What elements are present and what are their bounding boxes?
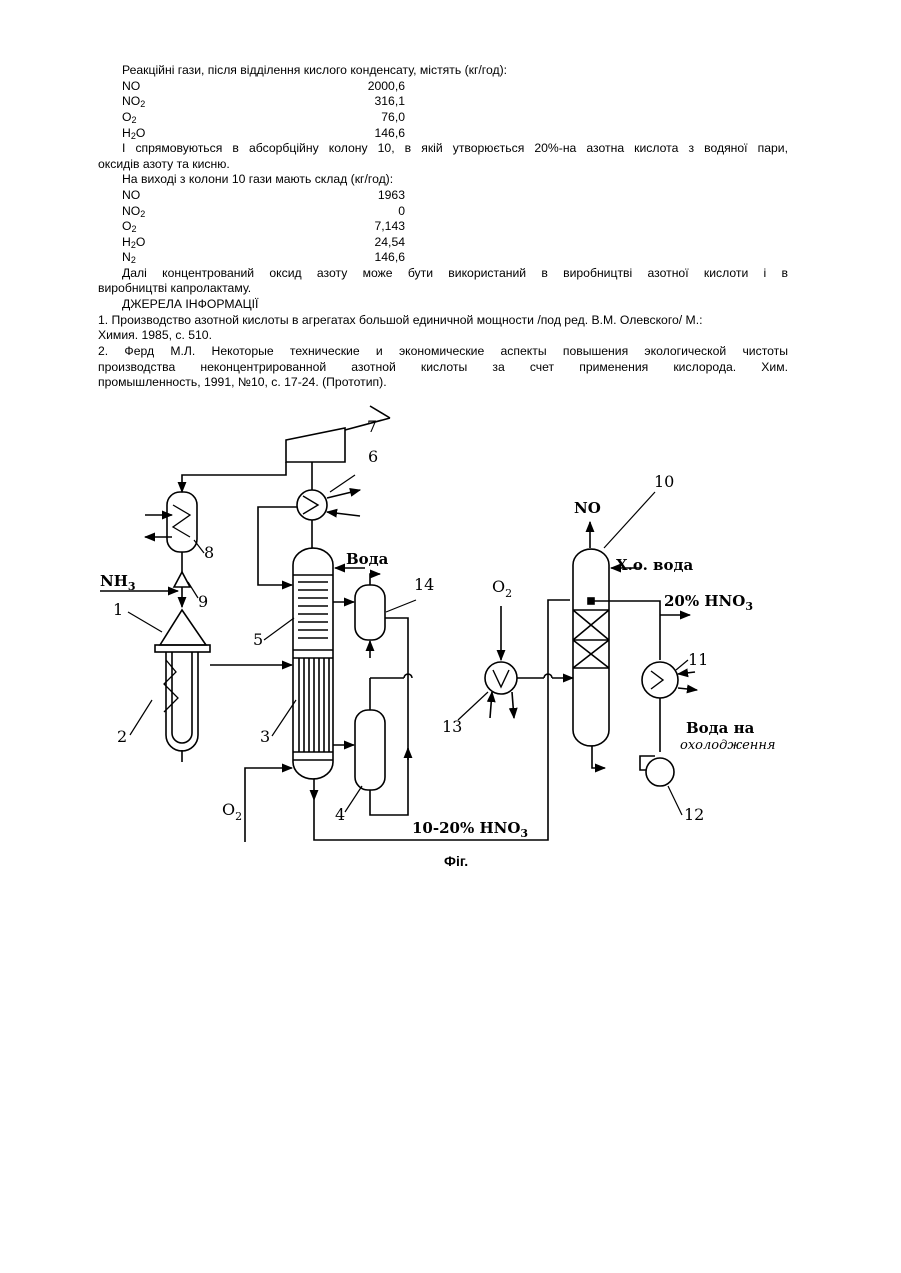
reactor-1-2: [155, 610, 210, 762]
separator-14: [355, 574, 385, 658]
label-no: NO: [574, 499, 601, 517]
label-10: 10: [654, 472, 674, 491]
paragraph-1-line-1: І спрямовуються в абсорбційну колону 10,…: [98, 141, 788, 157]
table1-row-name: NO: [122, 79, 140, 95]
label-cooling: охолодження: [680, 738, 776, 753]
label-20-hno3: 20% HNO3: [664, 592, 753, 613]
label-3: 3: [260, 727, 270, 746]
label-6: 6: [368, 447, 378, 466]
label-water-to: Вода на: [686, 719, 755, 737]
sources-heading: ДЖЕРЕЛА ІНФОРМАЦІЇ: [122, 297, 258, 313]
paragraph-2-line-2: виробництві капролактаму.: [98, 281, 251, 297]
table2-row-name: NO: [122, 188, 140, 204]
table1-row-value: 316,1: [325, 94, 405, 110]
label-4: 4: [335, 805, 345, 824]
table2-row-value: 7,143: [325, 219, 405, 235]
label-12: 12: [684, 805, 704, 824]
reference-1-line-1: 1. Производство азотной кислоты в агрега…: [98, 313, 703, 329]
table2-row-value: 24,54: [325, 235, 405, 251]
intro2-text: На виході з колони 10 гази мають склад (…: [122, 172, 393, 188]
label-nh3: NH3: [100, 572, 136, 593]
absorption-column-10: [573, 549, 609, 746]
label-14: 14: [414, 575, 434, 594]
reference-2-line-3: промышленность, 1991, №10, с. 17-24. (Пр…: [98, 375, 387, 391]
label-water: Вода: [346, 550, 389, 568]
label-7: 7: [367, 417, 377, 436]
label-10-20-hno3: 10-20% HNO3: [412, 819, 528, 840]
reference-2-line-1: 2. Ферд М.Л. Некоторые технические и эко…: [98, 344, 788, 360]
reference-1-line-2: Химия. 1985, с. 510.: [98, 328, 212, 344]
intro-text: Реакційні гази, після відділення кислого…: [122, 63, 507, 79]
table1-row-value: 2000,6: [325, 79, 405, 95]
label-5: 5: [253, 630, 263, 649]
pump-12: [640, 756, 674, 786]
paragraph-2-line-1: Далі концентрований оксид азоту може бут…: [98, 266, 788, 282]
label-cold-water: X.o. вода: [616, 556, 693, 574]
table2-row-value: 0: [325, 204, 405, 220]
label-o2-inlet: O2: [222, 800, 242, 823]
process-flow-diagram: 1 2 3 4 5 6 7 8 9 10 11 12 13 14 NH3 O2 …: [95, 390, 790, 875]
figure-caption: Фіг.: [444, 853, 468, 869]
table1-row-value: 146,6: [325, 126, 405, 142]
cooler-8: [145, 492, 197, 552]
table1-row-value: 76,0: [325, 110, 405, 126]
label-11: 11: [688, 650, 708, 669]
table2-row-value: 146,6: [325, 250, 405, 266]
label-2: 2: [117, 727, 127, 746]
reference-2-line-2: производства неконцентрированной азотной…: [98, 360, 788, 376]
absorption-cooler-column-3-5: [293, 548, 333, 779]
label-1: 1: [113, 600, 123, 619]
label-8: 8: [204, 543, 214, 562]
heat-exchanger-6: [297, 490, 360, 520]
separator-4: [355, 710, 385, 790]
table2-row-value: 1963: [325, 188, 405, 204]
label-9: 9: [198, 592, 208, 611]
paragraph-1-line-2: оксидів азоту та кисню.: [98, 157, 230, 173]
label-o2-feed: O2: [492, 577, 512, 600]
mixer-9: [174, 572, 190, 587]
label-13: 13: [442, 717, 462, 736]
heater-13: [485, 606, 517, 718]
